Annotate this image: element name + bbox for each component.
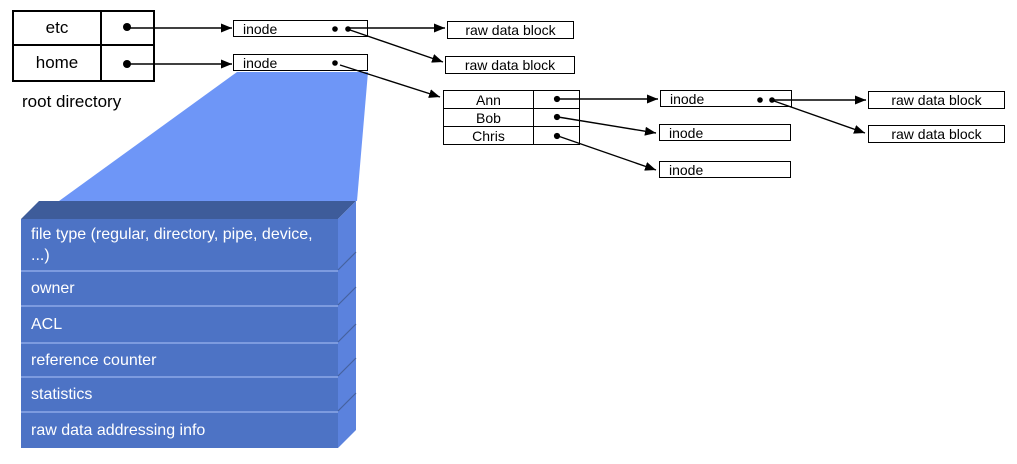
root-directory-table: etc home — [12, 10, 155, 82]
raw-data-block-4: raw data block — [868, 125, 1005, 143]
home-entry-ann: Ann — [444, 91, 534, 109]
inode-field-acl: ACL — [21, 305, 338, 342]
inode-field-file-type: file type (regular, directory, pipe, dev… — [31, 225, 313, 264]
inode-label: inode — [669, 124, 704, 141]
home-entry-ann-pointer-cell — [534, 91, 579, 109]
inode-label: inode — [243, 54, 278, 71]
stack-side-edge — [337, 323, 357, 343]
inode-box-home: inode — [233, 54, 368, 71]
stack-side-edge — [337, 251, 357, 271]
home-directory-table: Ann Bob Chris — [443, 90, 580, 145]
root-entry-etc-pointer-cell — [102, 12, 153, 46]
raw-data-block-1: raw data block — [447, 21, 574, 39]
inode-structure-stack: file type (regular, directory, pipe, dev… — [21, 219, 338, 448]
inode-box-ann: inode — [660, 90, 792, 107]
root-entry-home-pointer-cell — [102, 46, 153, 80]
inode-field-statistics: statistics — [21, 376, 338, 411]
inode-label: inode — [243, 20, 278, 37]
inode-label: inode — [670, 90, 705, 107]
raw-data-block-label: raw data block — [891, 126, 982, 142]
root-entry-home: home — [14, 46, 102, 80]
inode-field-rawaddr: raw data addressing info — [21, 411, 338, 448]
inode-box-bob: inode — [659, 124, 791, 141]
root-entry-etc: etc — [14, 12, 102, 46]
raw-data-block-label: raw data block — [891, 92, 982, 108]
inode-field-owner: owner — [21, 270, 338, 305]
home-entry-chris-pointer-cell — [534, 127, 579, 144]
home-entry-bob: Bob — [444, 109, 534, 127]
raw-data-block-3: raw data block — [868, 91, 1005, 109]
inode-box-chris: inode — [659, 161, 791, 178]
inode-field-refcount: reference counter — [21, 342, 338, 376]
home-entry-chris: Chris — [444, 127, 534, 144]
raw-data-block-label: raw data block — [464, 57, 556, 73]
stack-side-face — [338, 201, 356, 448]
home-entry-bob-pointer-cell — [534, 109, 579, 127]
stack-side-edge — [337, 357, 357, 377]
root-directory-caption: root directory — [22, 92, 122, 111]
stack-side-edge — [337, 392, 357, 412]
raw-data-block-2: raw data block — [445, 56, 575, 74]
raw-data-block-label: raw data block — [465, 22, 556, 38]
inode-label: inode — [669, 161, 704, 178]
inode-box-etc: inode — [233, 20, 368, 37]
stack-top-face — [21, 201, 356, 219]
stack-side-edge — [337, 286, 357, 306]
